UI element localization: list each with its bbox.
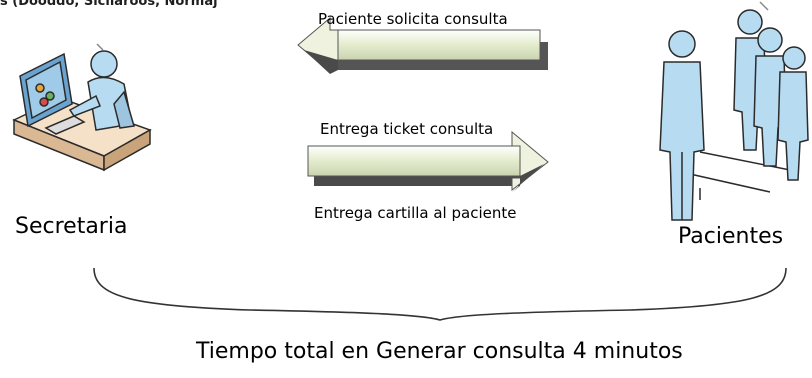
curly-brace-icon [93, 267, 787, 321]
secretary-illustration-icon [12, 43, 152, 172]
patients-illustration-icon [659, 1, 809, 221]
arrow-right-top-label: Entrega ticket consulta [320, 120, 494, 138]
left-arrow-icon [297, 16, 548, 74]
actor-label-pacientes: Pacientes [678, 224, 784, 249]
actor-label-secretaria: Secretaria [15, 214, 128, 239]
header-fragment-text: s (Dooddo, Sicilaroos, Normaj [0, 0, 218, 9]
total-time-caption: Tiempo total en Generar consulta 4 minut… [196, 339, 683, 364]
right-arrow-icon [307, 130, 549, 192]
arrow-left-label: Paciente solicita consulta [318, 10, 508, 28]
arrow-right-bottom-label: Entrega cartilla al paciente [314, 204, 517, 222]
